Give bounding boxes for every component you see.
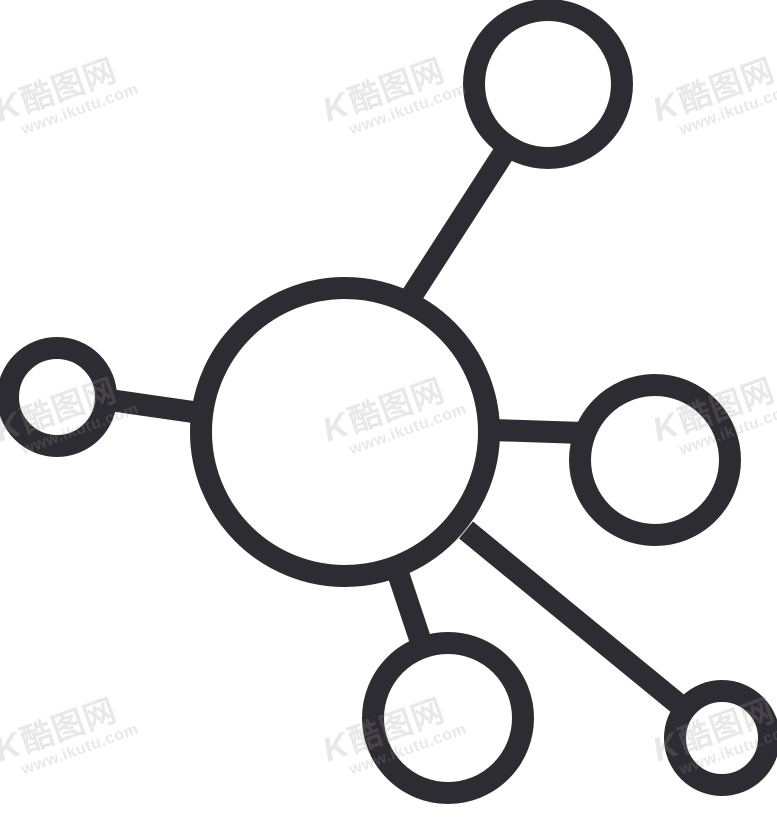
connector-bottom [386,566,432,646]
node-bottom-right [664,680,777,796]
hub-node [190,277,500,587]
connector-left [108,389,202,424]
connector-bottom-right [459,521,695,721]
node-left [0,337,117,457]
node-top-right [463,0,633,169]
connector-right [491,419,584,444]
node-bottom [362,632,534,804]
node-right [569,374,741,546]
connector-top-right [399,142,517,306]
